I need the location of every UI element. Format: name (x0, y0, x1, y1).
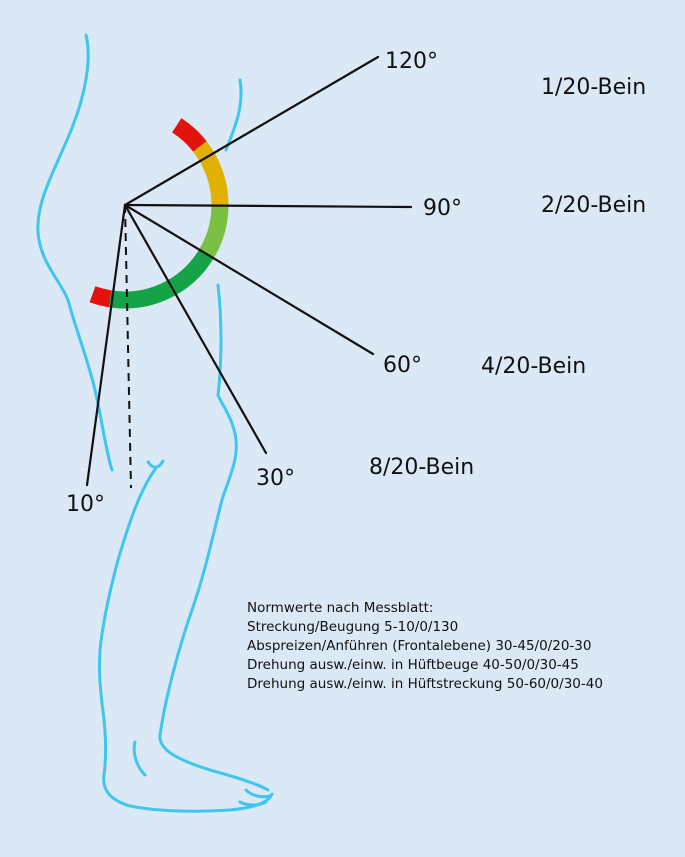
norm-line-1: Streckung/Beugung 5-10/0/130 (247, 619, 458, 635)
body-outline (36, 33, 274, 813)
ankle-detail (132, 740, 147, 777)
label-10: 10° (66, 492, 105, 517)
arc-lightgreen-zone (198, 204, 229, 259)
fraction-1-20: 1/20-Bein (541, 75, 646, 100)
toes-detail (238, 788, 272, 807)
ray-120 (123, 55, 380, 207)
back-leg-outline (97, 466, 274, 813)
label-90: 90° (423, 196, 462, 221)
label-30: 30° (256, 466, 295, 491)
fraction-4-20: 4/20-Bein (481, 354, 586, 379)
norm-line-2: Abspreizen/Anführen (Frontalebene) 30-45… (247, 638, 591, 654)
ray-10 (85, 203, 127, 487)
ray-30 (123, 203, 268, 455)
norm-values-block: Normwerte nach Messblatt: Streckung/Beug… (247, 600, 603, 692)
front-leg-outline (158, 283, 270, 792)
arc-red-high-zone (171, 118, 207, 152)
norm-line-3: Drehung ausw./einw. in Hüftbeuge 40-50/0… (247, 657, 579, 673)
ray-90 (123, 203, 413, 209)
arc-green-zone (108, 249, 214, 309)
angle-rays (85, 55, 413, 487)
label-60: 60° (383, 353, 422, 378)
label-120: 120° (385, 49, 438, 74)
arc-orange-zone (193, 141, 229, 206)
norm-line-4: Drehung ausw./einw. in Hüftstreckung 50-… (247, 676, 603, 692)
back-outline (36, 33, 114, 472)
arc-red-low-zone (89, 286, 112, 308)
fraction-2-20: 2/20-Bein (541, 193, 646, 218)
fraction-8-20: 8/20-Bein (369, 455, 474, 480)
flexion-range-arc (89, 118, 229, 309)
ray-60 (123, 203, 375, 356)
norm-heading: Normwerte nach Messblatt: (247, 600, 433, 616)
vertical-reference-line (124, 204, 132, 489)
knee-crease (146, 459, 165, 469)
